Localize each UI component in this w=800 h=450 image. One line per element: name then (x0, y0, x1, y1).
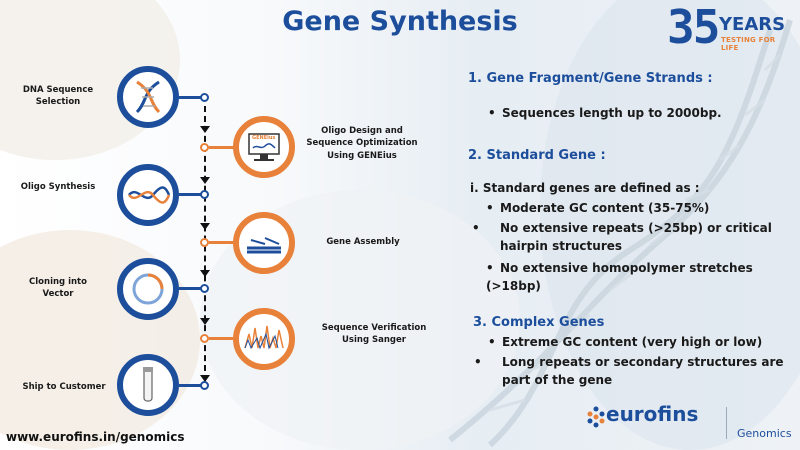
arrow-down-icon (200, 126, 210, 133)
chromatogram-icon (244, 325, 284, 350)
dna-strand-icon (128, 186, 171, 204)
step-circle-dna (117, 66, 179, 128)
anniversary-logo: 35 YEARS TESTING FOR LIFE (667, 0, 795, 54)
logo-number: 35 (667, 0, 720, 54)
arrow-down-icon (200, 177, 210, 184)
step-dot (200, 143, 209, 152)
step-label-gene-assembly: Gene Assembly (326, 237, 400, 247)
step-label-sequence-verification: Sequence Verification Using Sanger (321, 323, 427, 346)
eurofins-logo-icon (587, 406, 605, 428)
page-title: Gene Synthesis (282, 6, 518, 37)
step-dot (200, 334, 209, 343)
step-circle-oligo-synthesis (117, 164, 179, 226)
bullet-item: •Long repeats or secondary structures ar… (474, 355, 784, 387)
step-label-ship-to-customer: Ship to Customer (22, 382, 106, 392)
genomics-label: Genomics (737, 427, 792, 440)
bullet-item: •Sequences length up to 2000bp. (488, 106, 722, 120)
bullet-item: •No extensive repeats (>25bp) or critica… (472, 221, 772, 253)
step-label-cloning-into-vector: Cloning into Vector (29, 277, 87, 300)
arrow-down-icon (200, 375, 210, 382)
step-label-oligo-design: Oligo Design and Sequence Optimization U… (306, 126, 418, 161)
step-circle-oligo-design: GENEius (233, 116, 295, 178)
dna-helix-graphic (448, 19, 793, 448)
step-circle-sequence-verification (233, 308, 295, 370)
website-link[interactable]: www.eurofins.in/genomics (6, 430, 185, 444)
bullet-item: •Extreme GC content (very high or low) (488, 335, 763, 349)
step-dot (200, 381, 209, 390)
computer-monitor-icon (248, 133, 280, 161)
standard-gene-intro: i. Standard genes are defined as : (470, 181, 700, 195)
step-label-dna-sequence-selection: DNA Sequence Selection (22, 85, 94, 108)
gene-assembly-icon (247, 237, 281, 254)
plasmid-icon (132, 273, 164, 305)
bullet-item: •Moderate GC content (35-75%) (486, 201, 710, 215)
step-dot (200, 93, 209, 102)
arrow-down-icon (200, 318, 210, 325)
logo-divider (726, 407, 727, 439)
arrow-down-icon (200, 270, 210, 277)
step-dot (200, 190, 209, 199)
step-circle-gene-assembly (233, 212, 295, 274)
eurofins-logo-text: eurofins (606, 402, 699, 426)
step-circle-ship (117, 354, 179, 416)
section-heading-standard-gene: 2. Standard Gene : (468, 148, 606, 163)
section-heading-complex-genes: 3. Complex Genes (473, 315, 605, 330)
dna-icon (135, 80, 161, 114)
tube-icon (143, 367, 153, 402)
step-label-oligo-synthesis: Oligo Synthesis (20, 182, 96, 192)
step-dot (200, 238, 209, 247)
step-circle-cloning (117, 258, 179, 320)
logo-tagline: TESTING FOR LIFE (721, 36, 776, 52)
logo-years: YEARS (719, 14, 786, 35)
bullet-item: •No extensive homopolymer stretches (>18… (486, 261, 753, 293)
step-dot (200, 284, 209, 293)
monitor-screen-label: GENEius (252, 135, 276, 141)
section-heading-gene-fragment: 1. Gene Fragment/Gene Strands : (468, 71, 713, 86)
arrow-down-icon (200, 223, 210, 230)
